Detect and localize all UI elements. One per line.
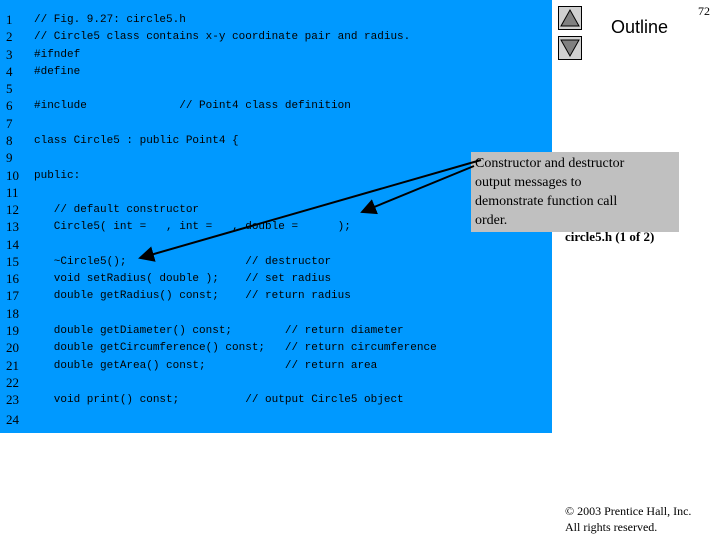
line-number: 11 bbox=[6, 185, 19, 200]
line-number: 6 bbox=[6, 98, 13, 113]
code-line: #define bbox=[34, 66, 81, 78]
line-number: 19 bbox=[6, 323, 19, 338]
callout-line: order. bbox=[475, 213, 508, 228]
page-number: 72 bbox=[698, 4, 710, 18]
callout-line: demonstrate function call bbox=[475, 194, 618, 209]
outline-label[interactable]: Outline bbox=[611, 17, 669, 37]
previous-slide-button[interactable] bbox=[558, 6, 582, 30]
line-number: 22 bbox=[6, 375, 19, 390]
line-number: 21 bbox=[6, 358, 19, 373]
code-line: class Circle5 : public Point4 { bbox=[34, 135, 239, 147]
code-line: #include // Point4 class definition bbox=[34, 100, 351, 112]
code-line: // Circle5 class contains x-y coordinate… bbox=[34, 31, 411, 43]
callout-line: output messages to bbox=[475, 175, 582, 190]
triangle-down-icon bbox=[560, 39, 580, 58]
arrow-to-constructor bbox=[360, 165, 475, 215]
code-line: double getDiameter() const; // return di… bbox=[34, 325, 404, 337]
triangle-up-icon bbox=[560, 8, 580, 27]
arrow-to-destructor bbox=[138, 159, 482, 262]
line-number: 4 bbox=[6, 64, 13, 79]
callout-line: Constructor and destructor bbox=[475, 156, 625, 171]
line-number: 3 bbox=[6, 47, 13, 62]
code-line: double getRadius() const; // return radi… bbox=[34, 290, 351, 302]
code-line: // default constructor bbox=[34, 204, 200, 216]
line-number: 5 bbox=[6, 81, 13, 96]
line-number: 18 bbox=[6, 306, 19, 321]
code-line: double getArea() const; // return area bbox=[34, 360, 378, 372]
code-line: double getCircumference() const; // retu… bbox=[34, 342, 437, 354]
line-number: 24 bbox=[6, 412, 19, 427]
line-number: 16 bbox=[6, 271, 19, 286]
line-number: 20 bbox=[6, 340, 19, 355]
copyright-line: All rights reserved. bbox=[565, 520, 658, 534]
line-number: 12 bbox=[6, 202, 19, 217]
copyright-line: © 2003 Prentice Hall, Inc. bbox=[565, 504, 692, 518]
line-number: 15 bbox=[6, 254, 19, 269]
line-number: 7 bbox=[6, 116, 13, 131]
callout-box: Constructor and destructor output messag… bbox=[471, 152, 679, 232]
line-number: 8 bbox=[6, 133, 13, 148]
code-line: void setRadius( double ); // set radius bbox=[34, 273, 332, 285]
line-number: 10 bbox=[6, 168, 19, 183]
line-number: 1 bbox=[6, 12, 13, 27]
code-panel: 1 // Fig. 9.27: circle5.h 2 // Circle5 c… bbox=[0, 0, 552, 433]
code-line: #ifndef bbox=[34, 49, 81, 61]
next-slide-button[interactable] bbox=[558, 36, 582, 60]
line-number: 2 bbox=[6, 29, 13, 44]
line-number: 23 bbox=[6, 392, 19, 407]
code-line: Circle5( int = , int = , double = ); bbox=[34, 221, 351, 233]
line-number: 17 bbox=[6, 288, 19, 303]
code-line: // Fig. 9.27: circle5.h bbox=[34, 14, 186, 26]
code-line: void print() const; // output Circle5 ob… bbox=[34, 394, 404, 406]
line-number: 13 bbox=[6, 219, 19, 234]
code-line: ~Circle5(); // destructor bbox=[34, 256, 332, 268]
line-number: 9 bbox=[6, 150, 13, 165]
code-line: public: bbox=[34, 170, 81, 182]
file-label: circle5.h (1 of 2) bbox=[565, 229, 655, 244]
copyright: © 2003 Prentice Hall, Inc. All rights re… bbox=[565, 503, 691, 535]
line-number: 14 bbox=[6, 237, 19, 252]
